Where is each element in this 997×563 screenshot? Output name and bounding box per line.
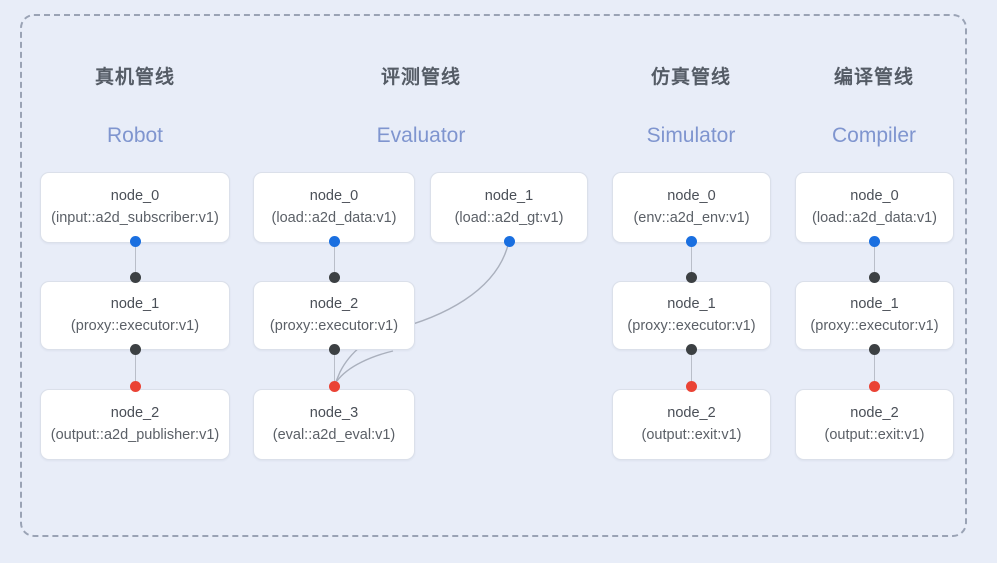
link-robot-0-1 xyxy=(134,241,136,283)
link-robot-1-2 xyxy=(134,348,136,390)
port-output-dot-evaluator-0[interactable] xyxy=(329,236,340,247)
node-robot-2[interactable]: node_2 (output::a2d_publisher:v1) xyxy=(40,389,230,460)
port-output-dot-evaluator-1[interactable] xyxy=(504,236,515,247)
link-simulator-1-2 xyxy=(690,348,692,390)
node-type: (proxy::executor:v1) xyxy=(269,317,399,334)
column-title-cn-simulator: 仿真管线 xyxy=(650,67,731,88)
node-compiler-1[interactable]: node_1 (proxy::executor:v1) xyxy=(795,281,954,350)
node-type: (proxy::executor:v1) xyxy=(810,317,939,334)
node-robot-1[interactable]: node_1 (proxy::executor:v1) xyxy=(40,281,230,350)
node-id: node_0 xyxy=(667,188,716,205)
node-type: (proxy::executor:v1) xyxy=(627,317,756,334)
node-type: (env::a2d_env:v1) xyxy=(633,209,750,226)
port-output-dot-compiler-0[interactable] xyxy=(869,236,880,247)
port-output-dot-robot-1[interactable] xyxy=(130,344,141,355)
link-simulator-0-1 xyxy=(690,241,692,283)
node-simulator-2[interactable]: node_2 (output::exit:v1) xyxy=(612,389,771,460)
link-evaluator-0-2 xyxy=(333,241,335,283)
port-input-dot-robot-2[interactable] xyxy=(130,381,141,392)
node-evaluator-3[interactable]: node_3 (eval::a2d_eval:v1) xyxy=(253,389,415,460)
port-input-dot-compiler-2[interactable] xyxy=(869,381,880,392)
column-title-en-evaluator: Evaluator xyxy=(376,124,466,147)
node-id: node_1 xyxy=(484,188,534,205)
node-id: node_2 xyxy=(850,405,899,422)
node-evaluator-2[interactable]: node_2 (proxy::executor:v1) xyxy=(253,281,415,350)
node-type: (eval::a2d_eval:v1) xyxy=(272,426,396,443)
node-robot-0[interactable]: node_0 (input::a2d_subscriber:v1) xyxy=(40,172,230,243)
port-output-dot-robot-0[interactable] xyxy=(130,236,141,247)
node-type: (load::a2d_data:v1) xyxy=(271,209,397,226)
node-id: node_1 xyxy=(110,296,160,313)
port-input-dot-evaluator-2[interactable] xyxy=(329,272,340,283)
port-output-dot-compiler-1[interactable] xyxy=(869,344,880,355)
column-title-en-robot: Robot xyxy=(106,124,164,147)
node-type: (proxy::executor:v1) xyxy=(70,317,200,334)
node-type: (output::a2d_publisher:v1) xyxy=(50,426,220,443)
node-simulator-1[interactable]: node_1 (proxy::executor:v1) xyxy=(612,281,771,350)
port-output-dot-evaluator-2[interactable] xyxy=(329,344,340,355)
node-id: node_1 xyxy=(667,296,716,313)
node-type: (load::a2d_data:v1) xyxy=(812,209,937,226)
node-type: (output::exit:v1) xyxy=(824,426,925,443)
node-type: (input::a2d_subscriber:v1) xyxy=(51,209,219,226)
node-evaluator-0[interactable]: node_0 (load::a2d_data:v1) xyxy=(253,172,415,243)
pipeline-dashed-frame xyxy=(20,14,967,537)
node-id: node_0 xyxy=(110,188,160,205)
node-id: node_0 xyxy=(309,188,359,205)
port-input-dot-evaluator-3[interactable] xyxy=(329,381,340,392)
node-compiler-0[interactable]: node_0 (load::a2d_data:v1) xyxy=(795,172,954,243)
column-title-en-compiler: Compiler xyxy=(831,124,917,147)
node-id: node_3 xyxy=(309,405,359,422)
port-input-dot-simulator-2[interactable] xyxy=(686,381,697,392)
node-type: (output::exit:v1) xyxy=(641,426,742,443)
link-compiler-1-2 xyxy=(873,348,875,390)
column-title-en-simulator: Simulator xyxy=(646,124,736,147)
port-output-dot-simulator-1[interactable] xyxy=(686,344,697,355)
node-compiler-2[interactable]: node_2 (output::exit:v1) xyxy=(795,389,954,460)
column-title-cn-robot: 真机管线 xyxy=(94,67,175,88)
node-type: (load::a2d_gt:v1) xyxy=(454,209,564,226)
node-id: node_2 xyxy=(309,296,359,313)
port-input-dot-robot-1[interactable] xyxy=(130,272,141,283)
link-evaluator-2-3 xyxy=(333,348,335,390)
port-input-dot-compiler-1[interactable] xyxy=(869,272,880,283)
node-simulator-0[interactable]: node_0 (env::a2d_env:v1) xyxy=(612,172,771,243)
node-id: node_1 xyxy=(850,296,899,313)
node-id: node_0 xyxy=(850,188,899,205)
column-title-cn-evaluator: 评测管线 xyxy=(380,67,461,88)
port-input-dot-simulator-1[interactable] xyxy=(686,272,697,283)
link-compiler-0-1 xyxy=(873,241,875,283)
node-evaluator-1[interactable]: node_1 (load::a2d_gt:v1) xyxy=(430,172,588,243)
node-id: node_2 xyxy=(110,405,160,422)
port-output-dot-simulator-0[interactable] xyxy=(686,236,697,247)
column-title-cn-compiler: 编译管线 xyxy=(833,67,914,88)
node-id: node_2 xyxy=(667,405,716,422)
